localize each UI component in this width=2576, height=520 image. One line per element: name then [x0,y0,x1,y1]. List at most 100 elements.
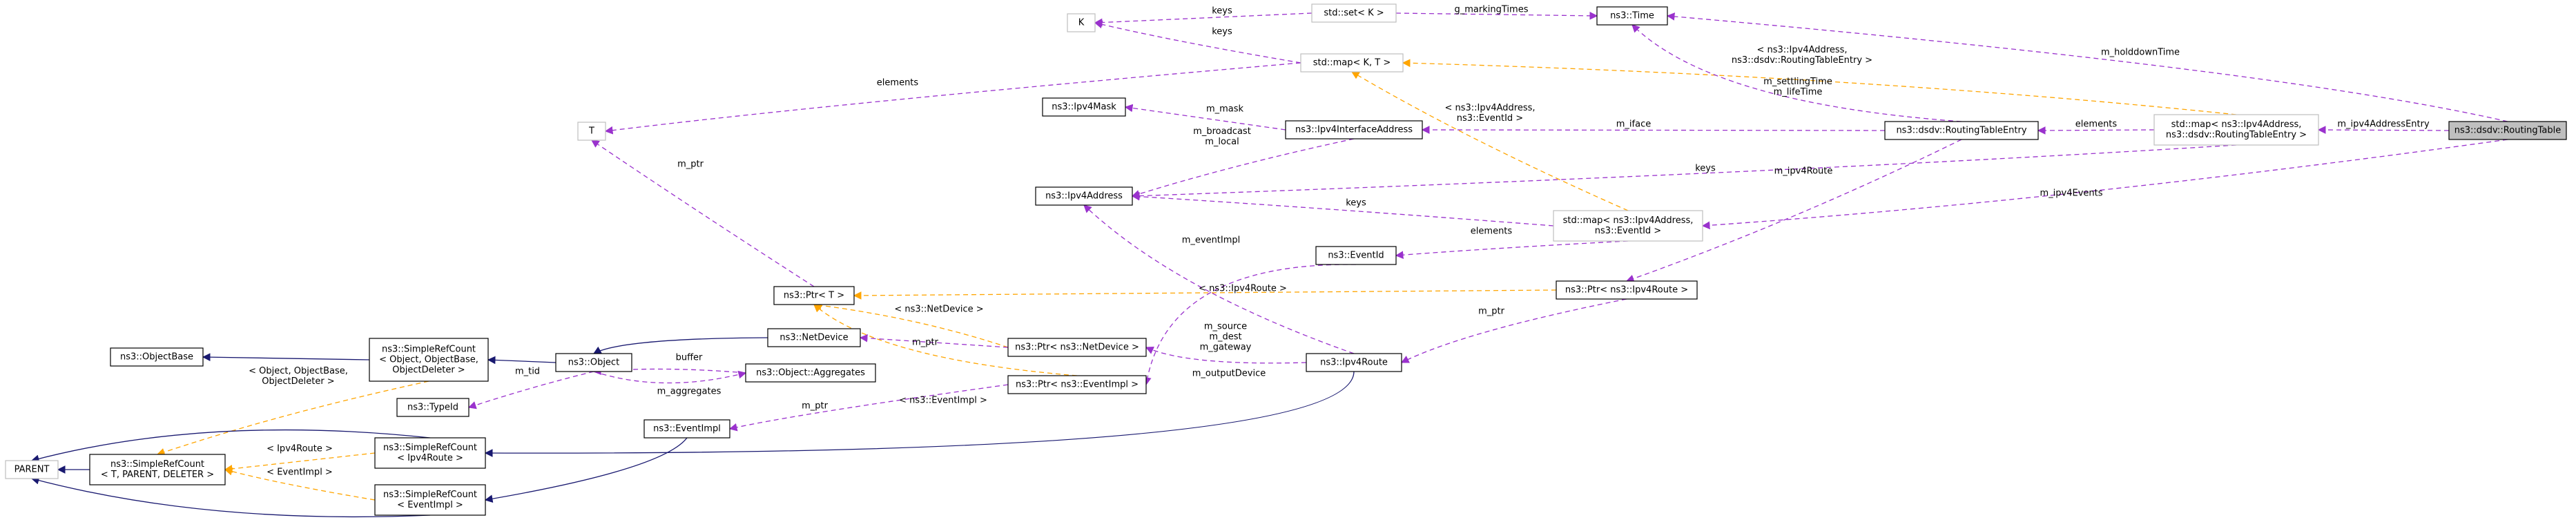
node-label: < Ipv4Route > [397,453,463,463]
node-map-ipv4-rte[interactable]: std::map< ns3::Ipv4Address,ns3::dsdv::Ro… [2153,114,2319,146]
edge-label-elements-eventid: elements [1471,227,1513,237]
edge-map-ipv4-event-to-eventid [1395,240,1629,260]
node-box [773,286,855,305]
edge-label-keys-map-event: keys [1346,198,1366,209]
edge-ipv4route-to-ipv4address [1083,204,1355,354]
node-label: ns3::SimpleRefCount [110,459,204,470]
node-box [1315,246,1397,265]
node-label: ns3::dsdv::RoutingTableEntry > [2166,130,2307,140]
node-label: std::map< K, T > [1313,58,1391,68]
edge-map-ipv4-event-to-map-kt [1350,71,1629,211]
node-box [1306,353,1402,372]
node-routing-table[interactable]: ns3::dsdv::RoutingTable [2448,121,2567,140]
edge-label-ipv4route-srt: < Ipv4Route > [267,444,333,454]
node-aggregates[interactable]: ns3::Object::Aggregates [745,363,876,383]
node-time[interactable]: ns3::Time [1596,6,1668,26]
node-box [374,437,486,469]
node-typeid[interactable]: ns3::TypeId [396,398,469,417]
edge-label-route-fields: m_source [1204,322,1247,332]
node-ipv4address[interactable]: ns3::Ipv4Address [1035,186,1133,206]
edge-label-m-iface: m_iface [1616,119,1651,130]
edge-map-ipv4-rte-to-routing-table-entry [2037,126,2155,135]
node-map-ipv4-event[interactable]: std::map< ns3::Ipv4Address,ns3::EventId … [1553,210,1703,242]
edge-label-route-fields: m_dest [1209,332,1241,343]
node-ipv4route[interactable]: ns3::Ipv4Route [1306,353,1402,372]
node-box [577,122,606,141]
node-label: ns3::SimpleRefCount [383,443,477,453]
node-label: ns3::EventImpl [653,424,721,434]
node-label: K [1078,18,1085,28]
edge-eventid-to-ptr-eventimpl [1143,264,1357,386]
node-box [643,419,730,439]
node-srefcount-tpd[interactable]: ns3::SimpleRefCount< T, PARENT, DELETER … [89,454,226,485]
node-parent[interactable]: PARENT [5,460,59,479]
edge-label-broadcast: m_broadcast [1193,126,1251,137]
node-ipv4iface[interactable]: ns3::Ipv4InterfaceAddress [1285,120,1423,139]
node-box [1067,13,1096,32]
node-box [1285,120,1423,139]
node-box [2153,114,2319,146]
node-label: ObjectDeleter > [392,365,465,376]
edge-routing-table-to-map-ipv4-rte [2317,126,2450,134]
edge-ptr-ipv4route-to-ptr-t [853,289,1557,300]
edge-label-buffer: buffer [676,353,703,363]
node-ptr-ipv4route[interactable]: ns3::Ptr< ns3::Ipv4Route > [1556,280,1698,300]
edge-label-route-fields: m_gateway [1200,343,1252,353]
node-ptr-eventimpl[interactable]: ns3::Ptr< ns3::EventImpl > [1007,375,1147,394]
edge-label-m-ptr-route: m_ptr [1478,307,1505,317]
node-object[interactable]: ns3::Object [555,353,632,372]
edge-label-m-ipv4Events: m_ipv4Events [2040,189,2102,199]
node-box [1300,53,1404,73]
node-ptr-netdevice[interactable]: ns3::Ptr< ns3::NetDevice > [1007,338,1147,357]
node-eventid[interactable]: ns3::EventId [1315,246,1397,265]
edge-map-kt-to-t [604,62,1301,135]
node-label: ns3::EventId [1328,251,1384,261]
edge-label-object-tmpl: < Object, ObjectBase, [249,366,348,376]
node-label: ns3::Ptr< T > [784,291,844,301]
edge-label-settling: m_settlingTime [1763,77,1832,87]
node-label: ns3::Ipv4Address [1045,191,1123,202]
node-label: T [588,126,594,137]
node-map-kt[interactable]: std::map< K, T > [1300,53,1404,73]
node-srefcount-ipv4route[interactable]: ns3::SimpleRefCount< Ipv4Route > [374,437,486,469]
node-t[interactable]: T [577,122,606,141]
edge-label-m-outputDevice: m_outputDevice [1192,369,1266,379]
node-srefcount-eventimpl[interactable]: ns3::SimpleRefCount< EventImpl > [374,484,486,516]
edge-ptr-t-to-t [591,139,815,287]
node-label: PARENT [14,465,50,475]
edge-ptr-eventimpl-to-ptr-t [813,304,1078,376]
edge-routing-table-to-map-ipv4-event [1701,139,2508,230]
node-netdevice[interactable]: ns3::NetDevice [767,328,861,347]
edge-eventimpl-to-srefcount-eventimpl [484,437,688,503]
node-box [1042,97,1126,117]
node-k[interactable]: K [1067,13,1096,32]
edge-set-k-to-k [1094,12,1313,27]
edge-label-m-ipv4Route: m_ipv4Route [1774,166,1833,177]
node-box [374,484,486,516]
edge-ptr-ipv4route-to-ipv4route [1400,298,1627,363]
node-ptr-t[interactable]: ns3::Ptr< T > [773,286,855,305]
edge-label-ipv4addr-rte: < ns3::Ipv4Address, [1756,45,1847,55]
node-box [5,460,59,479]
edge-ipv4iface-to-ipv4address [1131,138,1355,198]
edge-ptr-eventimpl-to-eventimpl [728,384,1009,432]
node-label: ns3::Object::Aggregates [756,368,865,378]
node-box [1553,210,1703,242]
node-routing-table-entry[interactable]: ns3::dsdv::RoutingTableEntry [1884,121,2039,140]
node-label: ns3::Object [568,358,619,368]
node-label: < Object, ObjectBase, [379,355,478,365]
node-eventimpl[interactable]: ns3::EventImpl [643,419,730,439]
edge-label-m-aggregates: m_aggregates [657,387,722,397]
node-box [369,338,489,382]
node-box [1007,338,1147,357]
edge-label-object-tmpl: ObjectDeleter > [262,376,334,387]
edge-map-ipv4-event-to-ipv4address [1131,192,1554,227]
node-label: ns3::SimpleRefCount [383,490,477,500]
node-ipv4mask[interactable]: ns3::Ipv4Mask [1042,97,1126,117]
node-objectbase[interactable]: ns3::ObjectBase [110,347,204,367]
node-box [110,347,204,367]
node-set-k[interactable]: std::set< K > [1311,3,1397,23]
edge-label-m-mask: m_mask [1206,104,1244,115]
node-label: < T, PARENT, DELETER > [101,470,214,480]
node-srefcount-obj[interactable]: ns3::SimpleRefCount< Object, ObjectBase,… [369,338,489,382]
